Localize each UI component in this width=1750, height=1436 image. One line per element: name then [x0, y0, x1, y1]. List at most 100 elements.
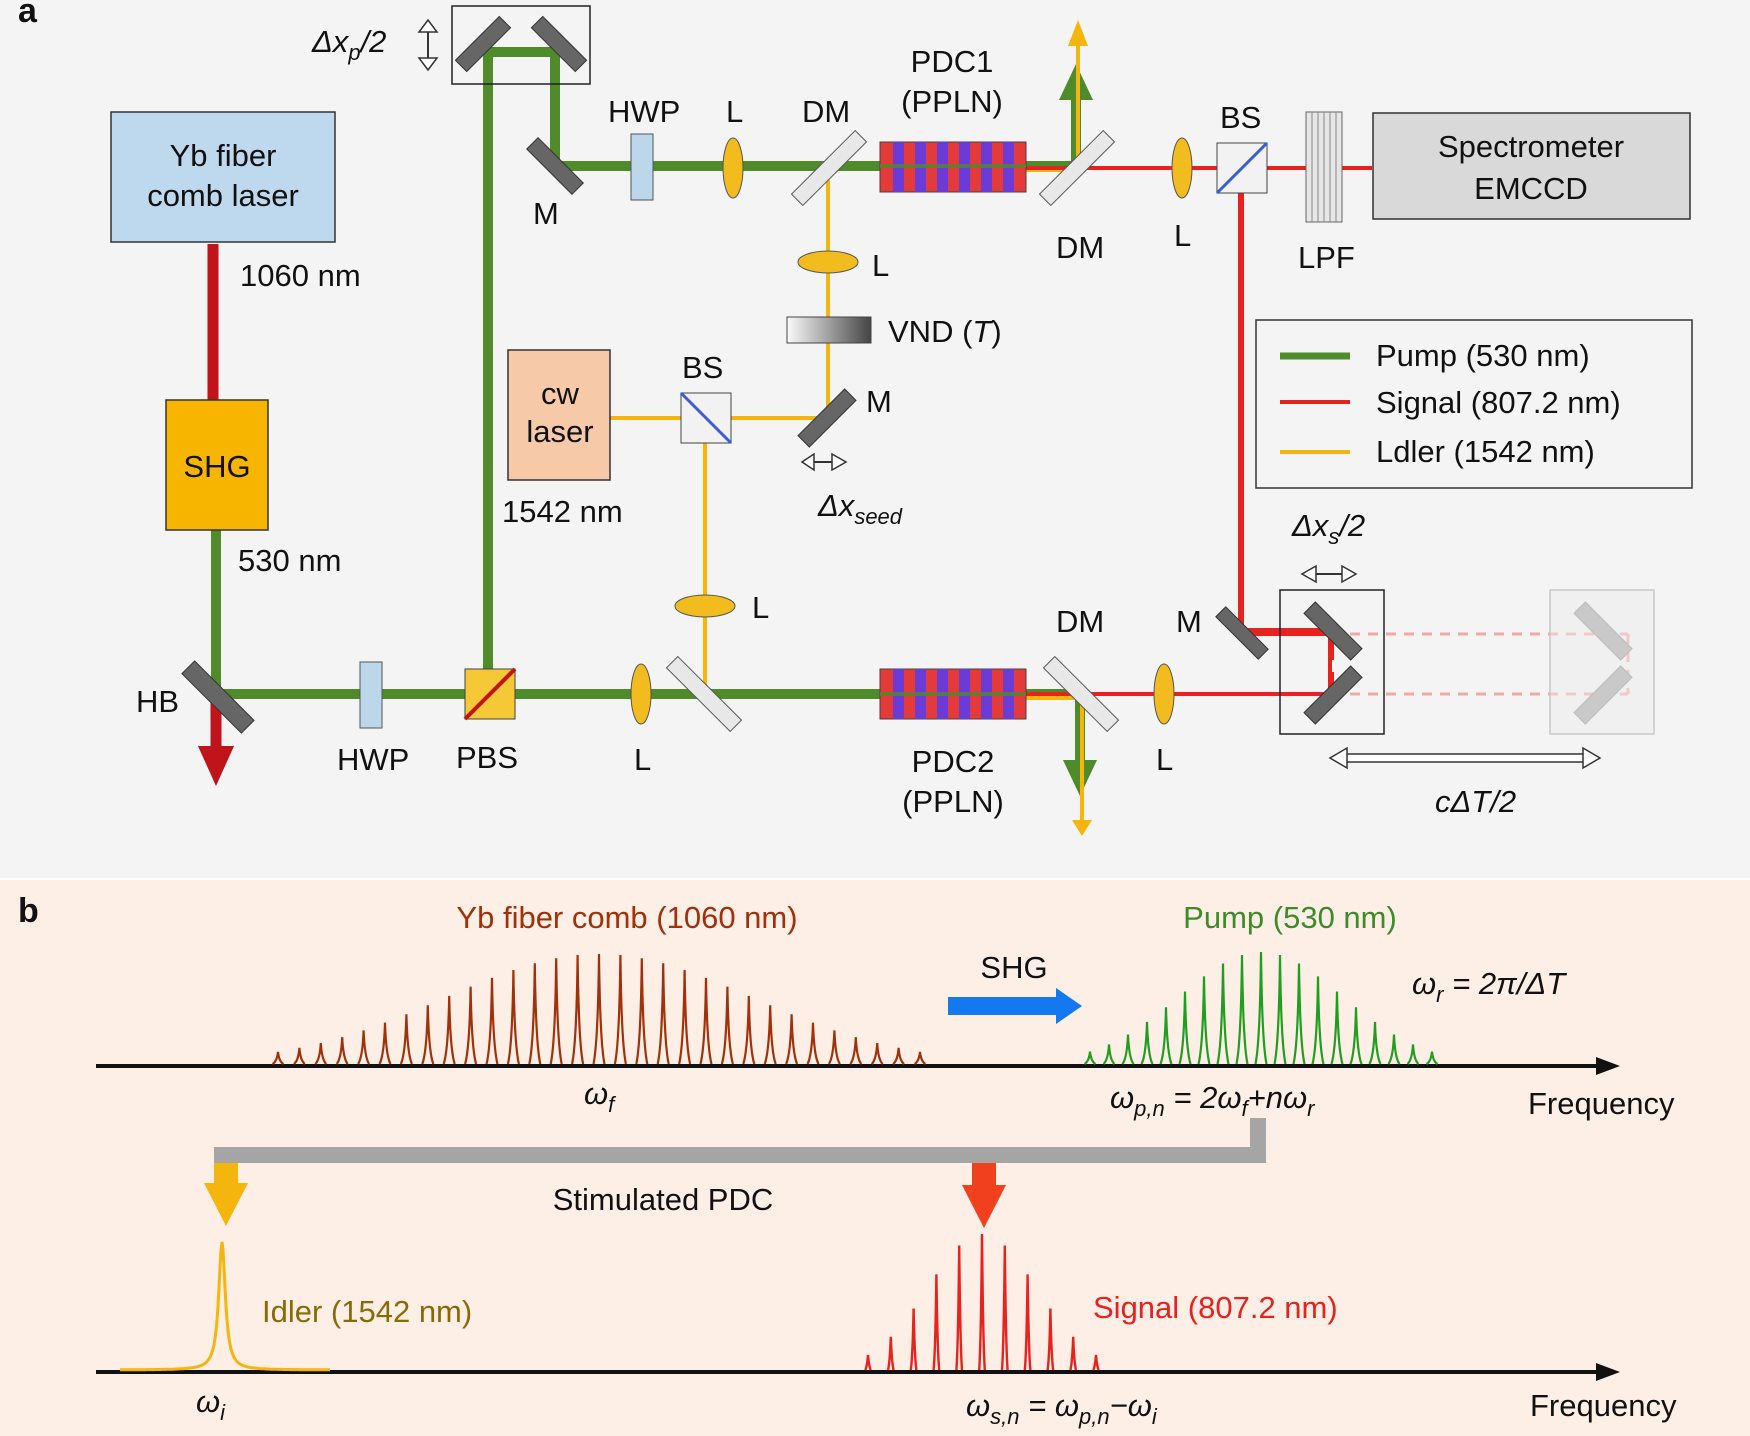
idler-exit-arrow-bottom [1072, 820, 1092, 836]
comb-tooth [742, 995, 756, 1065]
ghost-mirror-lower [1573, 665, 1633, 725]
signal-delay-box [1279, 589, 1385, 735]
comb-tooth [528, 963, 542, 1065]
signal-title: Signal (807.2 nm) [1093, 1290, 1338, 1325]
vnd-label: VND (T) [888, 314, 1002, 349]
panel-a-label: a [18, 0, 38, 30]
lens-bottom-label: L [634, 742, 651, 777]
comb-tooth [357, 1030, 371, 1065]
pdc1-line1: PDC1 [911, 44, 994, 79]
dm-bottom-right [1042, 655, 1120, 733]
comb-tooth [1425, 1051, 1439, 1065]
comb-tooth [506, 969, 520, 1065]
hb-label: HB [136, 684, 179, 719]
delta-xs-label: Δxs/2 [1291, 508, 1365, 549]
wsn-equation: ωs,n = ωp,n−ωi [966, 1388, 1158, 1429]
shg-label: SHG [183, 449, 250, 484]
comb-tooth [421, 1005, 435, 1065]
idler-drop-arrow [204, 1183, 248, 1226]
cdt-arrow [1328, 746, 1602, 770]
wavelength-1060: 1060 nm [240, 258, 361, 293]
comb-tooth [1292, 963, 1306, 1065]
lpf-label: LPF [1298, 240, 1355, 275]
comb-tooth [909, 1308, 918, 1371]
comb-tooth [1000, 1245, 1009, 1371]
idler-drop-shaft [214, 1163, 238, 1183]
mirror-top-left [526, 137, 584, 195]
comb-tooth [785, 1014, 799, 1065]
delta-xseed-label: Δxseed [817, 488, 903, 529]
ghost-delay-box [1549, 589, 1655, 735]
pdc2-line1: PDC2 [912, 744, 995, 779]
comb-tooth [1406, 1044, 1420, 1065]
stim-pdc-bar-up [1250, 1118, 1266, 1163]
delta-xp-label: Δxp/2 [311, 24, 386, 65]
comb-tooth [1046, 1308, 1055, 1371]
idler-exit-arrow-top [1068, 20, 1088, 46]
periscope-mirror-left [454, 15, 512, 73]
comb-tooth [293, 1047, 306, 1065]
comb-tooth [335, 1037, 349, 1065]
shg-arrow-label: SHG [980, 950, 1047, 985]
pdc1-line2: (PPLN) [901, 84, 1003, 119]
delay-mirror-lower [1303, 665, 1363, 725]
beam-1060-arrow [198, 746, 234, 786]
comb-tooth [1387, 1034, 1401, 1065]
frequency-label-upper: Frequency [1528, 1086, 1675, 1121]
lens-top-right [1171, 137, 1193, 199]
pdc1-crystal [879, 141, 1027, 193]
lens-top [722, 137, 744, 199]
comb-tooth [399, 1014, 413, 1065]
cw-laser-line2: laser [526, 414, 593, 449]
signal-drop-shaft [972, 1163, 996, 1185]
wr-equation: ωr = 2π/ΔT [1412, 966, 1567, 1007]
comb-tooth [549, 958, 563, 1065]
frequency-axis-lower-arrow [1596, 1363, 1620, 1381]
lpf-filter [1305, 111, 1343, 223]
comb-tooth [442, 995, 456, 1065]
comb-tooth [827, 1030, 841, 1065]
comb-tooth [886, 1336, 895, 1371]
comb-tooth [870, 1042, 884, 1065]
comb-tooth [849, 1037, 863, 1065]
comb-tooth [571, 955, 585, 1065]
mirror-seed [797, 388, 857, 448]
wavelength-1542: 1542 nm [502, 494, 623, 529]
cw-laser-box [507, 349, 611, 481]
yb-laser-box [110, 111, 336, 243]
comb-tooth [613, 955, 627, 1065]
spectrometer-line2: EMCCD [1474, 171, 1588, 206]
lens-bottom [630, 663, 652, 725]
stim-pdc-bar-left [214, 1147, 230, 1163]
dm-bottom-left [665, 655, 743, 733]
comb-tooth [763, 1005, 777, 1065]
hb-mirror [181, 660, 255, 734]
comb-tooth [1216, 963, 1230, 1065]
idler-title: Idler (1542 nm) [262, 1294, 472, 1329]
dm-top-left [790, 129, 868, 207]
comb-tooth [699, 977, 713, 1065]
comb-tooth [314, 1042, 328, 1065]
lens-idler-lower [674, 594, 736, 618]
lens-idler-top [797, 250, 859, 274]
comb-tooth [1083, 1051, 1097, 1065]
comb-tooth [978, 1233, 986, 1371]
legend-label-pump: Pump (530 nm) [1376, 338, 1590, 373]
mirror-top-left-label: M [533, 196, 559, 231]
comb-tooth [1121, 1034, 1135, 1065]
spectrometer-line1: Spectrometer [1438, 129, 1624, 164]
bs-middle-label: BS [682, 350, 723, 385]
legend-label-signal: Signal (807.2 nm) [1376, 385, 1621, 420]
mirror-bottom-right-label: M [1176, 604, 1202, 639]
comb-tooth [1273, 954, 1287, 1065]
comb-tooth [1254, 951, 1268, 1065]
comb-tooth [464, 986, 478, 1065]
lens-idler-top-label: L [872, 248, 889, 283]
dm-bottom-right-label: DM [1056, 604, 1104, 639]
hwp-bottom [359, 661, 383, 729]
yb-comb-spectrum [271, 953, 927, 1065]
periscope-box [451, 5, 591, 85]
periscope-translation-arrow [417, 18, 439, 72]
comb-tooth [656, 963, 670, 1065]
